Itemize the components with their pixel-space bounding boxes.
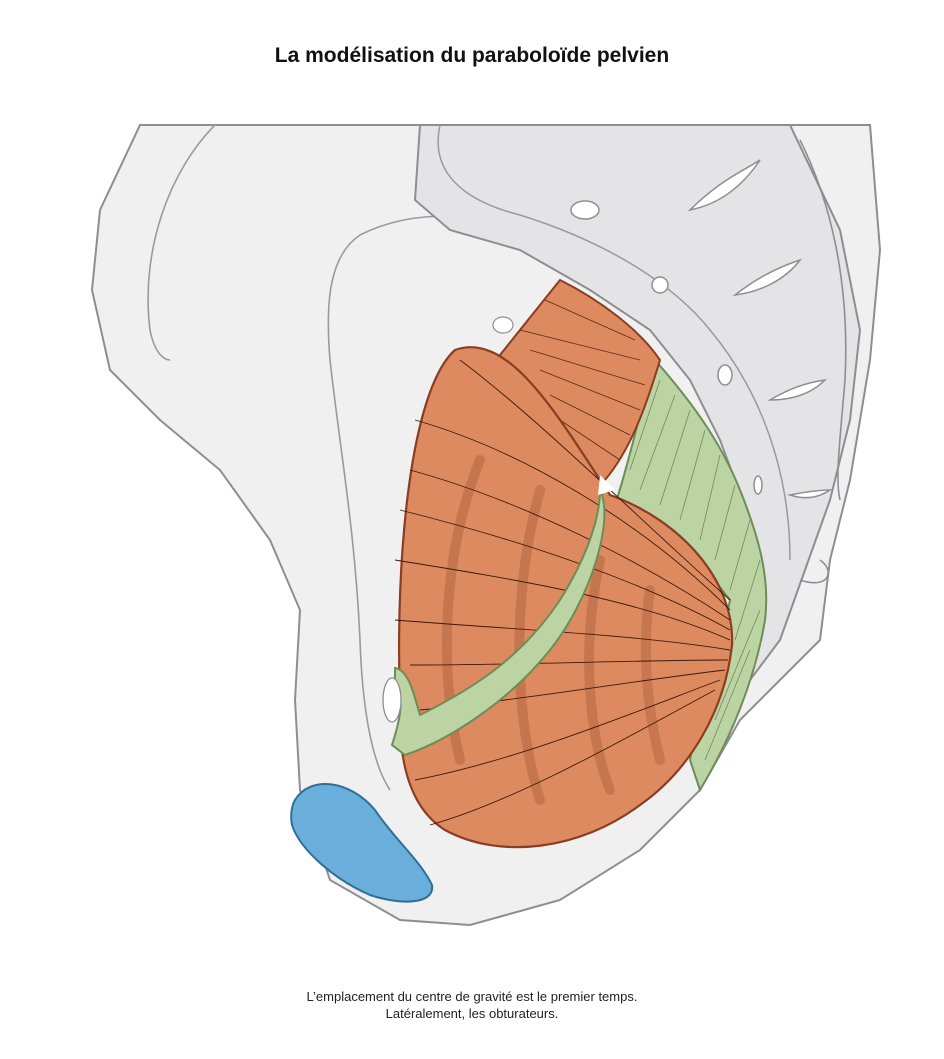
diagram-title: La modélisation du paraboloïde pelvien <box>274 44 670 67</box>
ischial-gap <box>598 475 615 495</box>
pubic-symphysis-blue <box>290 783 434 903</box>
caption: L’emplacement du centre de gravité est l… <box>0 988 944 1022</box>
pubic-contour <box>327 215 501 791</box>
upper-gap <box>492 316 514 334</box>
sacral-foramina <box>570 159 833 499</box>
sacrum-inner <box>437 124 791 561</box>
upper-muscle-fibers <box>519 299 646 461</box>
caption-line-1: L’emplacement du centre de gravité est l… <box>306 989 638 1004</box>
obturator-gap <box>382 677 402 723</box>
spine-column <box>799 139 847 584</box>
inner-contour <box>147 124 216 361</box>
green-muscle-fibers <box>629 379 761 761</box>
caption-line-2: Latéralement, les obturateurs. <box>385 1006 559 1021</box>
